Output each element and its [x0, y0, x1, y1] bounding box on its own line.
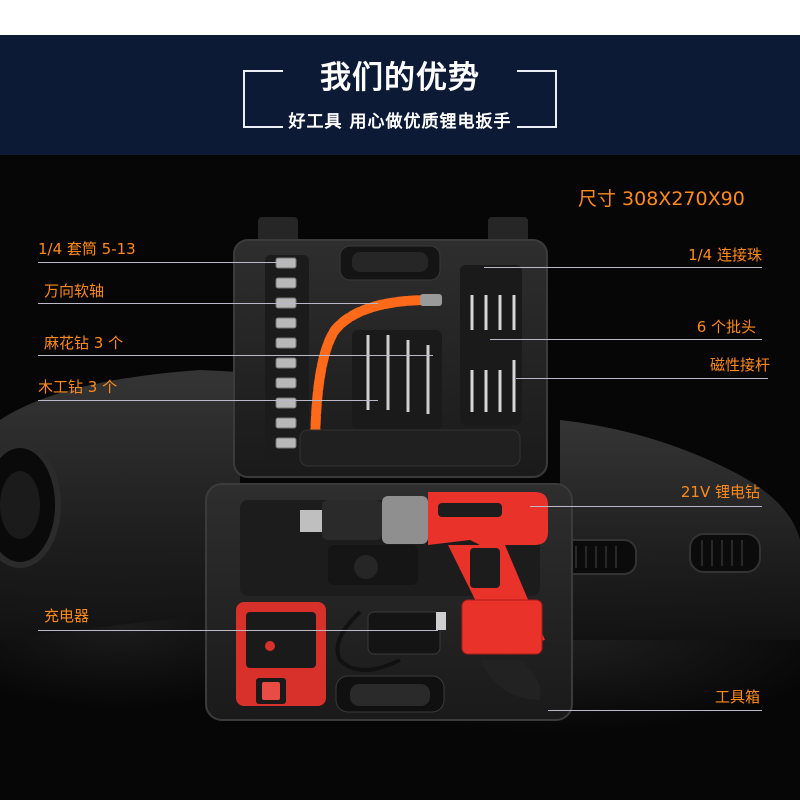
- callout-flex-shaft: 万向软轴: [44, 282, 105, 300]
- callout-socket: 1/4 套筒 5-13: [38, 240, 136, 258]
- callout-drill: 21V 锂电钻: [680, 483, 760, 501]
- car-silhouette: [0, 370, 800, 640]
- callout-toolbox: 工具箱: [714, 688, 760, 706]
- callout-wood-drill: 木工钻 3 个: [38, 378, 118, 396]
- callout-line-socket: [38, 262, 283, 263]
- header-banner: 我们的优势 好工具 用心做优质锂电扳手: [0, 0, 800, 155]
- header-frame-left: [243, 70, 283, 128]
- header-subtitle: 好工具 用心做优质锂电扳手: [288, 112, 512, 132]
- callout-charger: 充电器: [44, 607, 90, 625]
- header-title: 我们的优势: [320, 60, 480, 96]
- callout-line-drill: [530, 506, 762, 507]
- callout-magnetic-rod: 磁性接杆: [709, 356, 770, 374]
- callout-line-charger: [38, 630, 438, 631]
- battery-pack: [236, 602, 326, 706]
- callout-line-toolbox: [548, 710, 762, 711]
- callout-line-bits: [490, 339, 762, 340]
- callout-line-magnetic-rod: [516, 378, 768, 379]
- callout-line-connector-bead: [484, 267, 762, 268]
- callout-bits: 6 个批头: [696, 318, 756, 336]
- charger: [335, 610, 446, 672]
- drill: [300, 492, 548, 700]
- header-navy-band: [0, 35, 800, 155]
- callout-line-wood-drill: [38, 400, 378, 401]
- callout-line-twist-drill: [38, 355, 433, 356]
- tool-case-lid: [233, 217, 548, 478]
- dimensions-label: 尺寸 308X270X90: [578, 188, 745, 210]
- callout-twist-drill: 麻花钻 3 个: [44, 334, 124, 352]
- header-frame-right: [517, 70, 557, 128]
- callout-connector-bead: 1/4 连接珠: [688, 246, 762, 264]
- callout-line-flex-shaft: [38, 303, 378, 304]
